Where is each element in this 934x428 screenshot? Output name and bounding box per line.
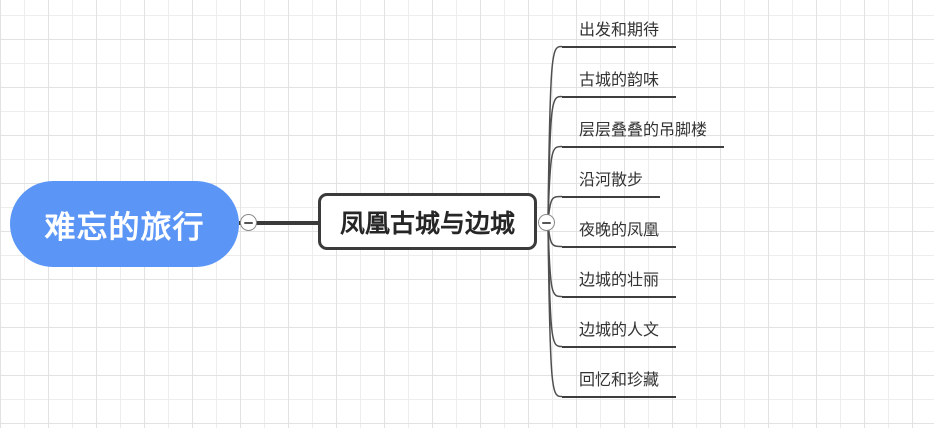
topic-label: 古城的韵味 [579,71,660,89]
branch-curve [547,222,563,298]
root-topic-label: 难忘的旅行 [44,209,205,245]
collapse-handle-root[interactable] [240,214,257,231]
topic-node[interactable]: 回忆和珍藏 [562,360,677,398]
branch-curve [547,222,563,348]
topic-label: 沿河散步 [579,171,644,189]
topic-label: 层层叠叠的吊脚楼 [579,121,708,139]
topic-node[interactable]: 出发和期待 [562,10,677,48]
central-topic-label: 凤凰古城与边城 [339,209,515,238]
minus-icon [542,221,551,224]
topic-label: 回忆和珍藏 [579,371,660,389]
topic-node[interactable]: 沿河散步 [562,160,661,198]
topic-node[interactable]: 边城的壮丽 [562,260,677,298]
topic-node[interactable]: 夜晚的凤凰 [562,210,677,248]
root-topic-node[interactable]: 难忘的旅行 [10,181,239,267]
branch-curve [547,45,563,224]
branch-curve [547,222,563,398]
topic-node[interactable]: 边城的人文 [562,310,677,348]
minus-icon [244,221,253,224]
branch-curve [547,95,563,224]
central-topic-node[interactable]: 凤凰古城与边城 [318,193,537,250]
topic-label: 夜晚的凤凰 [579,221,660,239]
topic-label: 出发和期待 [579,21,660,39]
topic-node[interactable]: 层层叠叠的吊脚楼 [562,110,725,148]
topic-label: 边城的壮丽 [579,271,660,289]
topic-node[interactable]: 古城的韵味 [562,60,677,98]
topic-label: 边城的人文 [579,321,660,339]
branch-curve [547,145,563,224]
collapse-handle-central[interactable] [538,214,555,231]
